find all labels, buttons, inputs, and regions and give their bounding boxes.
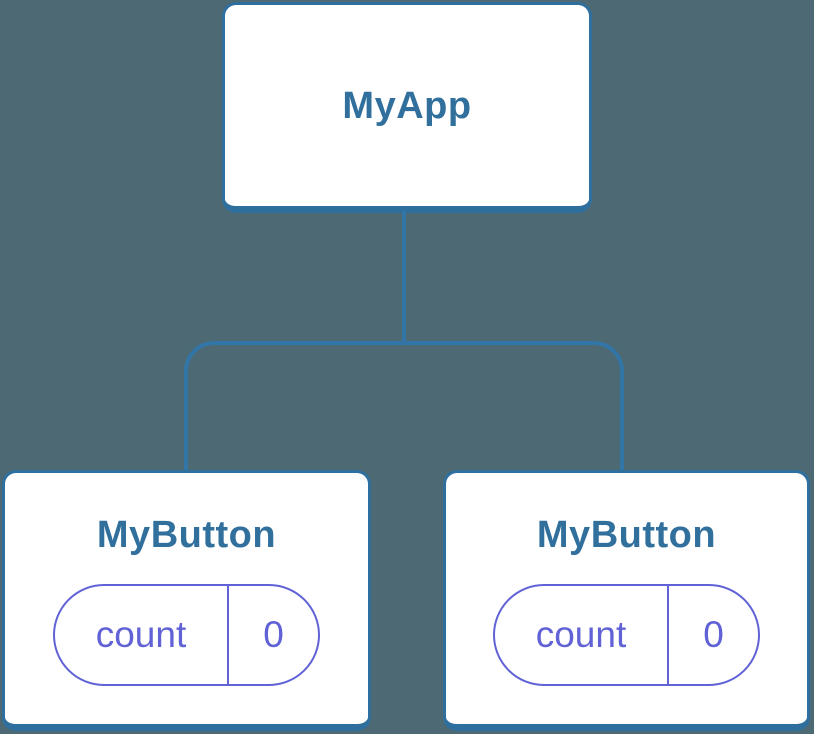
child-node-title: MyButton [96,514,277,556]
root-node-title: MyApp [342,84,472,127]
connector-trunk-line [402,211,406,345]
state-pill: count 0 [53,584,320,686]
child-node-mybutton-right: MyButton count 0 [443,470,810,731]
state-pill: count 0 [493,584,760,686]
child-node-title: MyButton [536,514,717,556]
connector-branch-bracket [184,341,624,470]
state-name-label: count [55,586,229,684]
state-value: 0 [703,614,724,655]
root-node-myapp: MyApp [222,2,592,213]
state-name-label: count [495,586,669,684]
child-node-mybutton-left: MyButton count 0 [2,470,371,731]
state-value: 0 [263,614,284,655]
